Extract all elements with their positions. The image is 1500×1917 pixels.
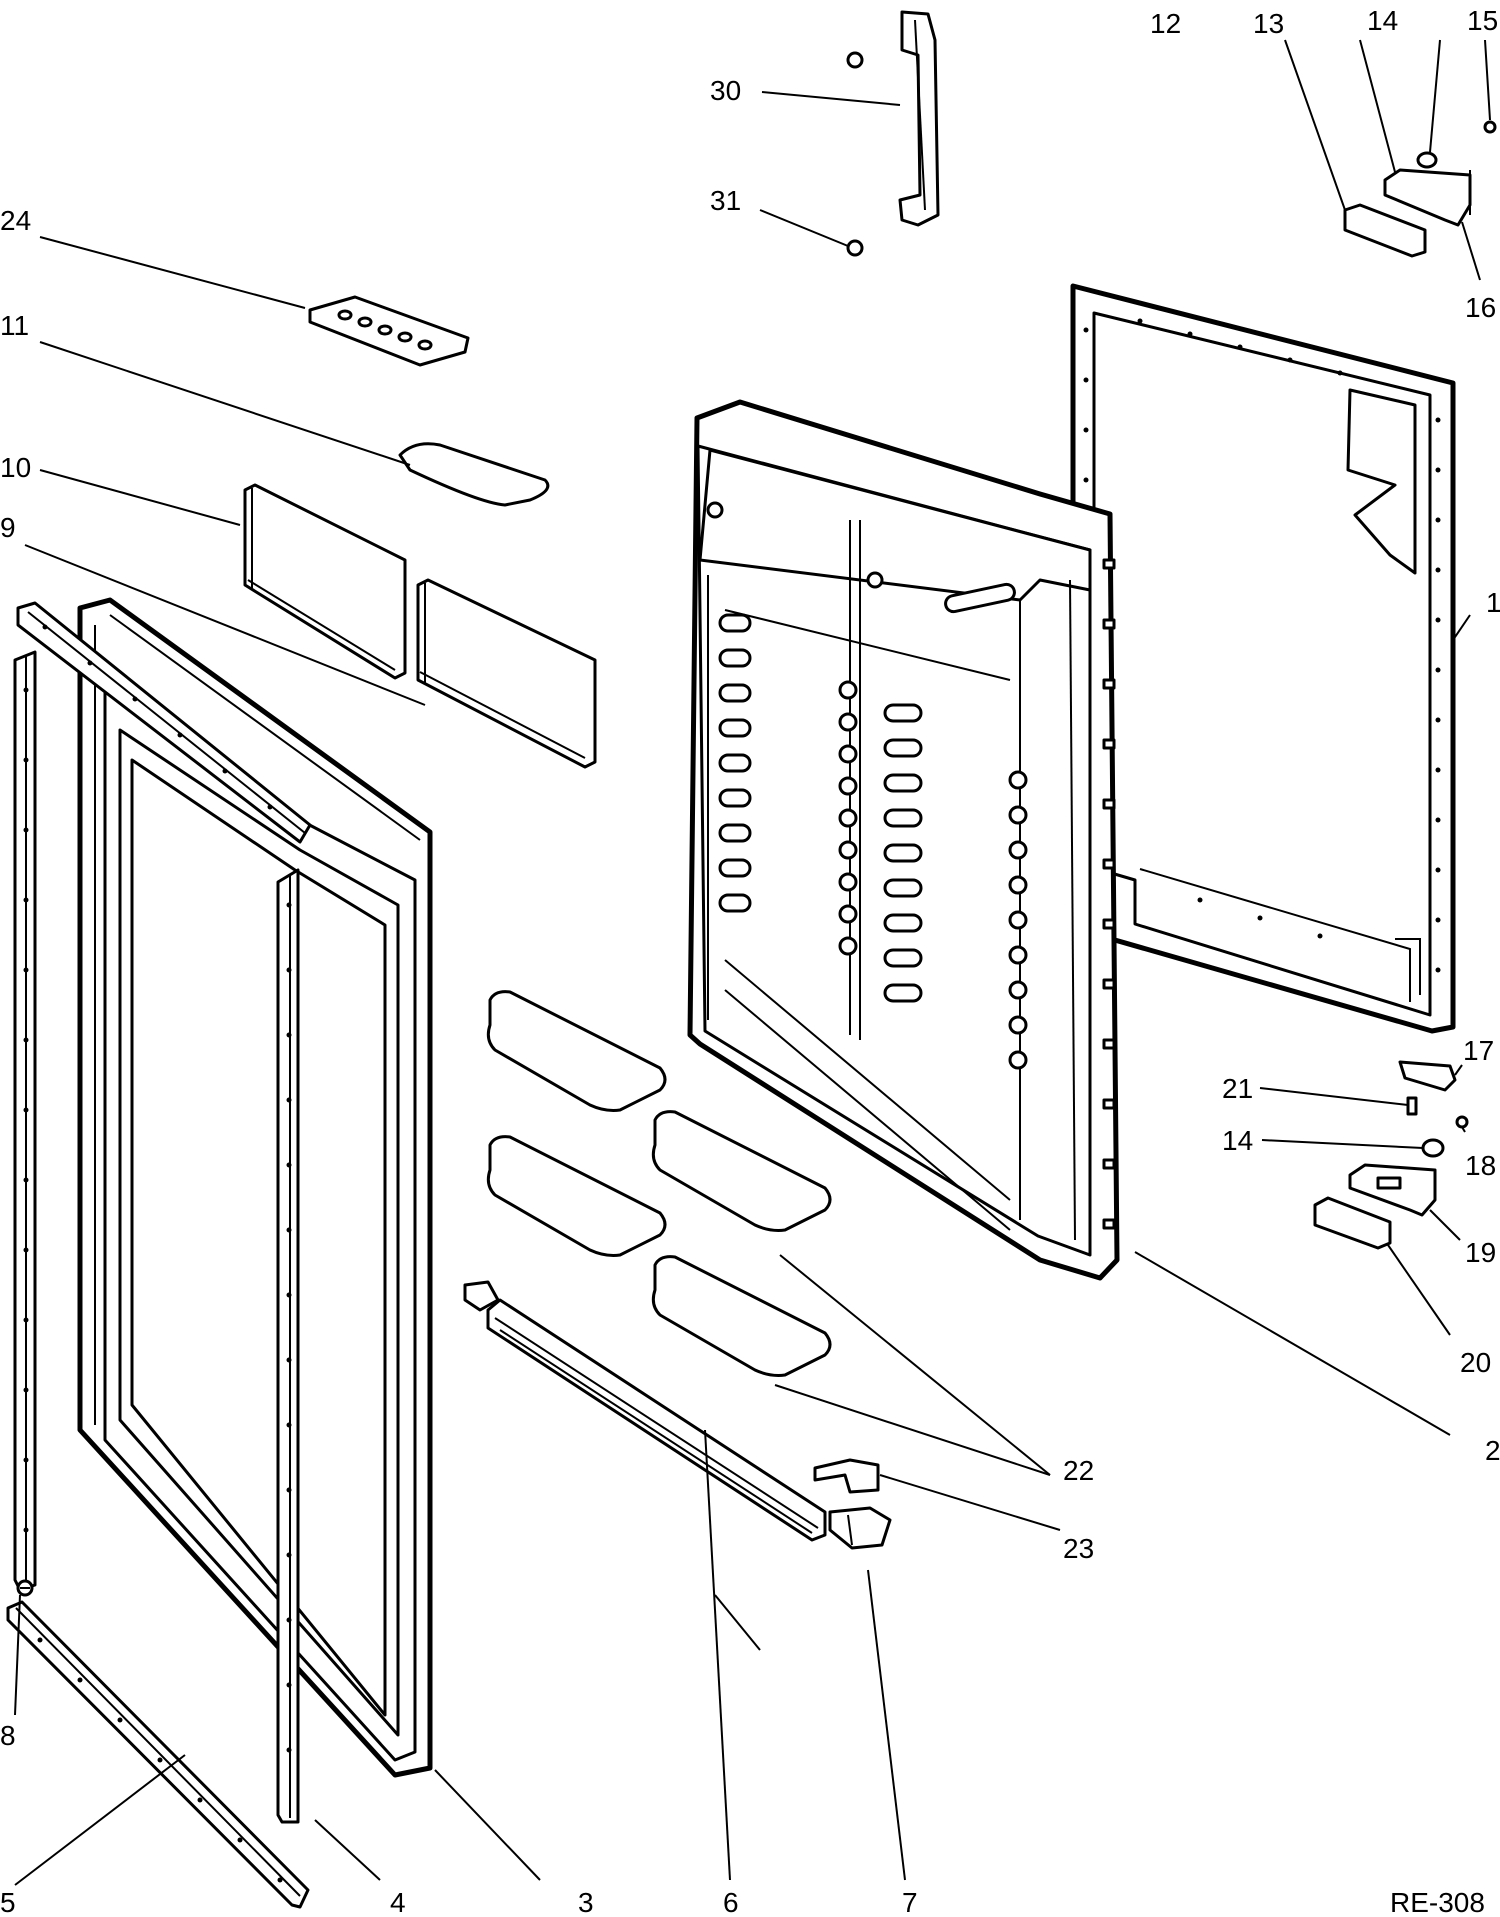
- callout-7: 7: [902, 1887, 918, 1917]
- part-1-door-panel: [1070, 283, 1456, 1034]
- part-2-ribs-left: [718, 613, 752, 913]
- callout-6: 6: [723, 1887, 739, 1917]
- part-4-holes: [286, 902, 292, 1753]
- left-side-strip: [13, 650, 37, 1592]
- callout-4: 4: [390, 1887, 406, 1917]
- part-2-ribs-right: [1008, 770, 1028, 1070]
- part-3-gasket: [77, 597, 433, 1778]
- callout-1: 1: [1486, 587, 1500, 618]
- callout-23: 23: [1063, 1533, 1094, 1564]
- callout-14-top: 14: [1367, 5, 1398, 36]
- callout-20: 20: [1460, 1347, 1491, 1378]
- callout-31: 31: [710, 185, 741, 216]
- part-8-screw: [16, 1579, 34, 1597]
- callout-labels: 1 2 3 4 5 6 7 8 9 10 11 12 13 14 15 16 1…: [0, 5, 1500, 1917]
- part-14-washer-top: [1416, 151, 1438, 169]
- callout-30: 30: [710, 75, 741, 106]
- part-11-cover: [398, 442, 550, 507]
- part-31-nuts: [846, 51, 864, 257]
- part-2-edge-tabs: [1102, 558, 1116, 1230]
- part-17-hinge-bracket: [1398, 1060, 1457, 1092]
- part-10-panel: [243, 483, 407, 680]
- part-9-panel: [416, 578, 597, 769]
- callout-24: 24: [0, 205, 31, 236]
- part-4-side-strip: [276, 868, 300, 1824]
- part-18-screw: [1455, 1115, 1469, 1129]
- callout-9: 9: [0, 512, 16, 543]
- callout-8: 8: [0, 1720, 16, 1751]
- part-19-hinge-plate: [1348, 1163, 1437, 1217]
- callout-17: 17: [1463, 1035, 1494, 1066]
- callout-2: 2: [1485, 1435, 1500, 1466]
- part-23-bracket: [813, 1458, 880, 1494]
- part-30-handle-bar: [898, 10, 940, 227]
- top-diagonal-strip: [16, 601, 312, 844]
- part-14-washer-bottom: [1421, 1138, 1445, 1158]
- callout-22: 22: [1063, 1455, 1094, 1486]
- callout-16: 16: [1465, 292, 1496, 323]
- part-7-end-cap: [463, 1280, 892, 1550]
- part-2-ribs-center: [838, 680, 923, 1003]
- part-21-pin: [1406, 1096, 1418, 1116]
- part-6-bottom-rail: [486, 1298, 827, 1542]
- part-22-shelves: [486, 990, 832, 1377]
- callout-19: 19: [1465, 1237, 1496, 1268]
- part-2-inner-liner: [687, 399, 1120, 1281]
- leader-lines: [14, 39, 1491, 1886]
- part-24-tray: [308, 295, 470, 367]
- callout-14-bottom: 14: [1222, 1125, 1253, 1156]
- callout-3: 3: [578, 1887, 594, 1917]
- callout-18: 18: [1465, 1150, 1496, 1181]
- callout-10: 10: [0, 452, 31, 483]
- part-5-bottom-strip: [6, 1600, 310, 1909]
- part-20-pad: [1313, 1196, 1392, 1250]
- top-hinge-hardware: [1343, 120, 1497, 258]
- drawing-code: RE-308: [1390, 1887, 1485, 1917]
- part-12-pad: [1343, 203, 1427, 258]
- part-13-hinge-plate: [1383, 168, 1472, 227]
- callout-5: 5: [0, 1887, 16, 1917]
- callout-21: 21: [1222, 1073, 1253, 1104]
- callout-12: 12: [1150, 8, 1181, 39]
- callout-13: 13: [1253, 8, 1284, 39]
- callout-15: 15: [1467, 5, 1498, 36]
- callout-11: 11: [0, 310, 29, 341]
- bottom-hinge-hardware: [1313, 1060, 1469, 1250]
- part-15-screw: [1483, 120, 1497, 134]
